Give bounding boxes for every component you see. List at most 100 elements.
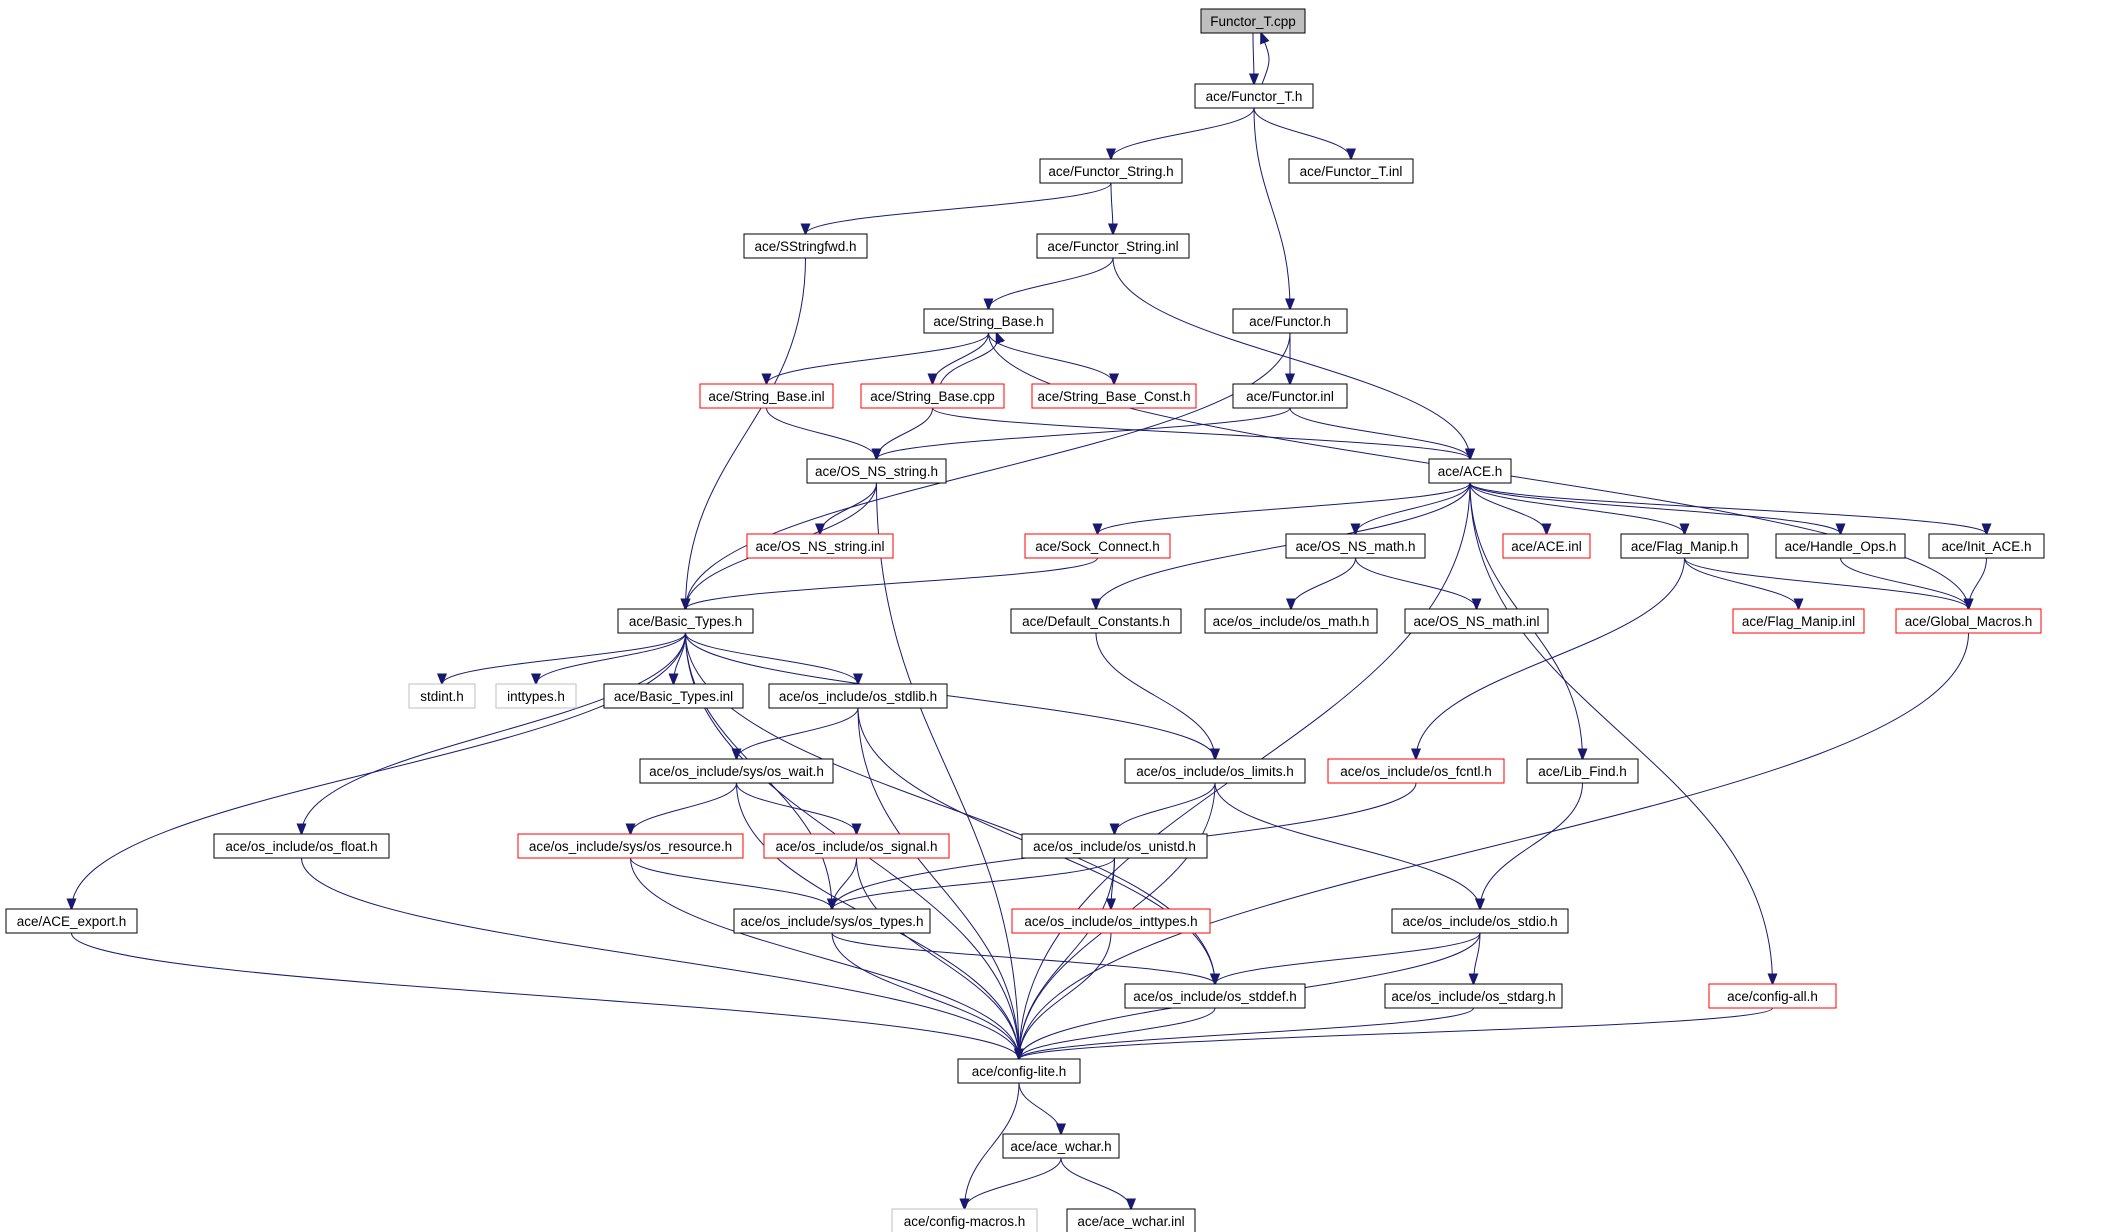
node-os_stddef_h[interactable]: ace/os_include/os_stddef.h	[1124, 983, 1306, 1009]
node-os_stdio_h[interactable]: ace/os_include/os_stdio.h	[1391, 908, 1569, 934]
edge-functor_t_h-to-functor_t_cpp	[1261, 33, 1269, 85]
edge-basic_types_h-to-os_stdlib_h	[685, 632, 859, 684]
node-label-os_limits_h: ace/os_include/os_limits.h	[1136, 764, 1294, 779]
node-functor_t_inl[interactable]: ace/Functor_T.inl	[1288, 158, 1414, 184]
node-lib_find_h[interactable]: ace/Lib_Find.h	[1526, 758, 1639, 784]
node-os_ns_string_inl[interactable]: ace/OS_NS_string.inl	[746, 533, 894, 559]
edge-os_inttypes_h-to-config_lite_h	[1019, 932, 1112, 1059]
node-os_stdarg_h[interactable]: ace/os_include/os_stdarg.h	[1384, 983, 1563, 1009]
edge-functor_t_h-to-functor_string_h	[1111, 107, 1255, 159]
edge-basic_types_h-to-stdint_h	[442, 632, 686, 684]
edge-lib_find_h-to-os_stdio_h	[1480, 782, 1583, 909]
node-default_constants_h[interactable]: ace/Default_Constants.h	[1010, 608, 1182, 634]
node-string_base_cpp[interactable]: ace/String_Base.cpp	[860, 383, 1005, 409]
node-os_ns_math_inl[interactable]: ace/OS_NS_math.inl	[1404, 608, 1549, 634]
node-os_types_h[interactable]: ace/os_include/sys/os_types.h	[733, 908, 931, 934]
node-functor_t_cpp[interactable]: Functor_T.cpp	[1200, 8, 1306, 34]
node-os_float_h[interactable]: ace/os_include/os_float.h	[213, 833, 390, 859]
edge-basic_types_h-to-inttypes_h	[536, 632, 686, 684]
node-string_base_h[interactable]: ace/String_Base.h	[923, 308, 1054, 334]
node-os_ns_string_h[interactable]: ace/OS_NS_string.h	[806, 458, 947, 484]
node-os_resource_h[interactable]: ace/os_include/sys/os_resource.h	[517, 833, 744, 859]
node-stdint_h: stdint.h	[408, 683, 476, 709]
node-box-functor_h	[1232, 308, 1348, 334]
edge-functor_string_h-to-functor_string_inl	[1111, 182, 1113, 234]
node-label-init_ace_h: ace/Init_ACE.h	[1941, 539, 2031, 554]
edge-ace_h-to-flag_manip_h	[1469, 482, 1685, 534]
node-functor_string_h[interactable]: ace/Functor_String.h	[1039, 158, 1183, 184]
node-box-stdint_h	[408, 683, 476, 709]
node-basic_types_h[interactable]: ace/Basic_Types.h	[617, 608, 754, 634]
node-box-os_stdarg_h	[1384, 983, 1563, 1009]
node-os_ns_math_h[interactable]: ace/OS_NS_math.h	[1285, 533, 1426, 559]
edge-string_base_h-to-string_base_inl	[767, 332, 989, 384]
node-os_limits_h[interactable]: ace/os_include/os_limits.h	[1124, 758, 1306, 784]
edge-os_limits_h-to-os_stdio_h	[1214, 782, 1480, 909]
node-functor_string_inl[interactable]: ace/Functor_String.inl	[1036, 233, 1190, 259]
node-os_inttypes_h[interactable]: ace/os_include/os_inttypes.h	[1011, 908, 1211, 934]
node-flag_manip_h[interactable]: ace/Flag_Manip.h	[1620, 533, 1749, 559]
node-init_ace_h[interactable]: ace/Init_ACE.h	[1928, 533, 2045, 559]
node-flag_manip_inl[interactable]: ace/Flag_Manip.inl	[1732, 608, 1865, 634]
node-ace_wchar_h[interactable]: ace/ace_wchar.h	[1002, 1133, 1120, 1159]
node-os_stdlib_h[interactable]: ace/os_include/os_stdlib.h	[768, 683, 948, 709]
node-config_lite_h[interactable]: ace/config-lite.h	[957, 1058, 1081, 1084]
node-label-sstringfwd_h: ace/SStringfwd.h	[754, 239, 856, 254]
node-os_wait_h[interactable]: ace/os_include/sys/os_wait.h	[639, 758, 834, 784]
node-label-os_signal_h: ace/os_include/os_signal.h	[775, 839, 937, 854]
node-os_math_h[interactable]: ace/os_include/os_math.h	[1204, 608, 1378, 634]
node-box-init_ace_h	[1928, 533, 2045, 559]
edge-ace_h-to-sock_connect_h	[1098, 482, 1471, 534]
edge-ace_h-to-init_ace_h	[1469, 482, 1987, 534]
node-box-basic_types_inl	[603, 683, 744, 709]
edge-sock_connect_h-to-basic_types_h	[686, 557, 1098, 609]
node-handle_ops_h[interactable]: ace/Handle_Ops.h	[1775, 533, 1906, 559]
node-label-functor_t_cpp: Functor_T.cpp	[1210, 14, 1296, 29]
edge-functor_t_h-to-functor_t_inl	[1253, 107, 1351, 159]
node-global_macros_h[interactable]: ace/Global_Macros.h	[1895, 608, 2042, 634]
edge-config_lite_h-to-config_macros_h	[965, 1082, 1020, 1209]
node-label-ace_inl: ace/ACE.inl	[1511, 539, 1582, 554]
node-label-os_stdlib_h: ace/os_include/os_stdlib.h	[779, 689, 937, 704]
node-label-os_wait_h: ace/os_include/sys/os_wait.h	[649, 764, 824, 779]
node-functor_inl[interactable]: ace/Functor.inl	[1232, 383, 1348, 409]
edge-os_stdlib_h-to-os_wait_h	[737, 707, 859, 759]
edge-string_base_cpp-to-ace_h	[932, 407, 1471, 459]
node-config_all_h[interactable]: ace/config-all.h	[1708, 983, 1837, 1009]
node-label-string_base_cpp: ace/String_Base.cpp	[870, 389, 995, 404]
node-box-os_wait_h	[639, 758, 834, 784]
node-label-lib_find_h: ace/Lib_Find.h	[1538, 764, 1627, 779]
node-label-os_float_h: ace/os_include/os_float.h	[225, 839, 377, 854]
node-functor_h[interactable]: ace/Functor.h	[1232, 308, 1348, 334]
node-label-default_constants_h: ace/Default_Constants.h	[1022, 614, 1170, 629]
node-sock_connect_h[interactable]: ace/Sock_Connect.h	[1024, 533, 1171, 559]
node-os_unistd_h[interactable]: ace/os_include/os_unistd.h	[1021, 833, 1208, 859]
node-ace_wchar_inl[interactable]: ace/ace_wchar.inl	[1066, 1208, 1196, 1232]
node-box-default_constants_h	[1010, 608, 1182, 634]
edge-ace_export_h-to-config_lite_h	[71, 932, 1020, 1059]
edge-string_base_h-to-string_base_const_h	[988, 332, 1115, 384]
node-os_fcntl_h[interactable]: ace/os_include/os_fcntl.h	[1327, 758, 1505, 784]
edge-ace_wchar_h-to-config_macros_h	[965, 1157, 1062, 1209]
node-ace_export_h[interactable]: ace/ACE_export.h	[5, 908, 138, 934]
node-functor_t_h[interactable]: ace/Functor_T.h	[1194, 83, 1314, 109]
node-label-os_types_h: ace/os_include/sys/os_types.h	[740, 914, 923, 929]
node-box-os_signal_h	[763, 833, 950, 859]
node-label-functor_string_inl: ace/Functor_String.inl	[1047, 239, 1178, 254]
edge-basic_types_h-to-ace_export_h	[72, 632, 686, 909]
node-label-os_stdarg_h: ace/os_include/os_stdarg.h	[1391, 989, 1555, 1004]
node-string_base_const_h[interactable]: ace/String_Base_Const.h	[1031, 383, 1197, 409]
node-box-basic_types_h	[617, 608, 754, 634]
node-string_base_inl[interactable]: ace/String_Base.inl	[699, 383, 834, 409]
node-box-config_all_h	[1708, 983, 1837, 1009]
node-box-flag_manip_inl	[1732, 608, 1865, 634]
node-ace_inl[interactable]: ace/ACE.inl	[1502, 533, 1591, 559]
node-sstringfwd_h[interactable]: ace/SStringfwd.h	[743, 233, 868, 259]
node-box-os_stdlib_h	[768, 683, 948, 709]
node-label-functor_h: ace/Functor.h	[1249, 314, 1331, 329]
edge-string_base_h-to-string_base_cpp	[933, 332, 989, 384]
edge-os_stdio_h-to-os_stdarg_h	[1474, 932, 1481, 984]
node-ace_h[interactable]: ace/ACE.h	[1428, 458, 1512, 484]
node-os_signal_h[interactable]: ace/os_include/os_signal.h	[763, 833, 950, 859]
node-basic_types_inl[interactable]: ace/Basic_Types.inl	[603, 683, 744, 709]
